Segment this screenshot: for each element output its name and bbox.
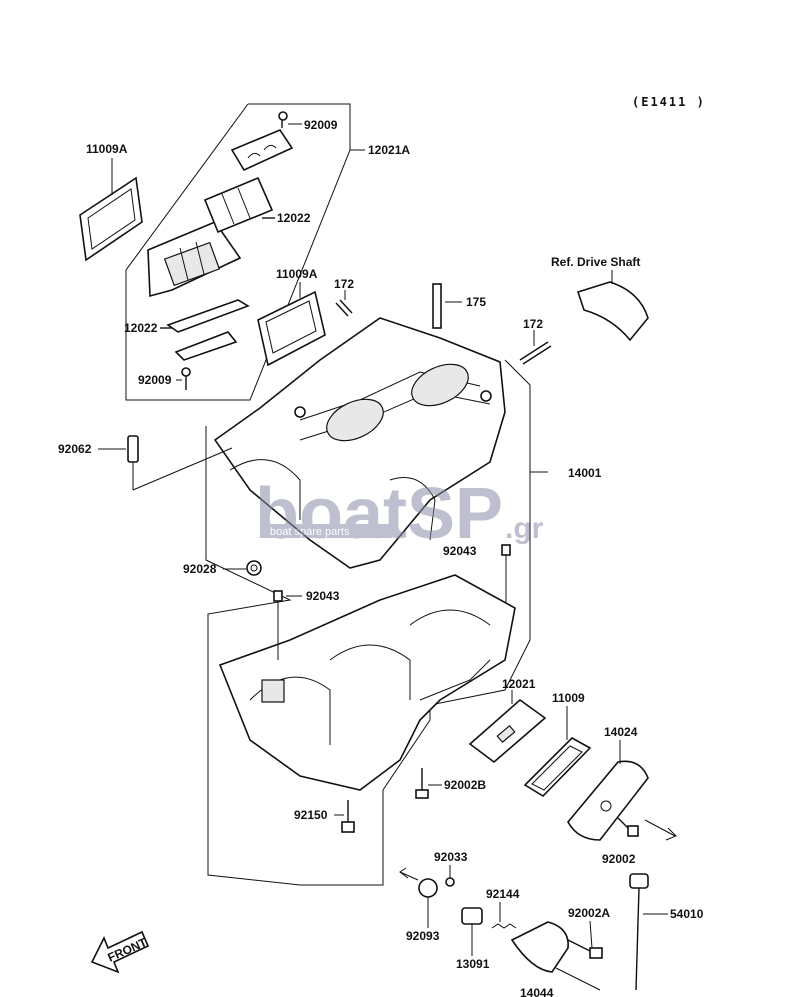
- label-92062: 92062: [58, 442, 92, 456]
- label-172-right: 172: [523, 317, 543, 331]
- upper-crankcase: [213, 317, 506, 569]
- label-92009-top: 92009: [304, 118, 338, 132]
- nut-92028: [246, 560, 262, 576]
- label-14044: 14044: [520, 986, 554, 997]
- label-11009: 11009: [552, 691, 585, 705]
- bolt-92002b: [415, 768, 429, 799]
- watermark-tagline: boat spare parts: [270, 526, 350, 538]
- watermark-main: boatSP: [255, 474, 503, 554]
- washer-92033: [445, 877, 455, 887]
- label-92043-left: 92043: [306, 589, 340, 603]
- reed-block: [147, 221, 242, 298]
- reed-petal-top: [230, 129, 294, 172]
- label-54010: 54010: [670, 907, 704, 921]
- label-172-top: 172: [334, 277, 354, 291]
- label-92028: 92028: [183, 562, 217, 576]
- stud-172-right: [519, 330, 552, 365]
- bolt-92062: [127, 435, 233, 491]
- reed-stopper-12022-left: [160, 299, 250, 361]
- spring-92144: [491, 923, 517, 929]
- gasket-11009a-left: [79, 158, 143, 262]
- label-13091: 13091: [456, 957, 490, 971]
- label-14024: 14024: [604, 725, 638, 739]
- gasket-11009: [523, 706, 592, 798]
- label-92009-bottom: 92009: [138, 373, 172, 387]
- dipstick-54010: [629, 873, 668, 991]
- screw-92009-top: [278, 111, 288, 128]
- part-labels: 11009A 92009 12021A 12022 11009A 172 175…: [58, 118, 704, 997]
- bolt-92043-right: [501, 544, 511, 602]
- label-14001: 14001: [568, 466, 602, 480]
- cover-plate-12021: [468, 690, 547, 764]
- label-92043-right: 92043: [443, 544, 477, 558]
- label-92150: 92150: [294, 808, 328, 822]
- sleeve-13091: [461, 907, 483, 925]
- label-92002b: 92002B: [444, 778, 486, 792]
- bolt-92002a: [567, 939, 603, 959]
- cover-14024: [567, 740, 649, 841]
- label-175: 175: [466, 295, 486, 309]
- stud-172-top: [335, 290, 353, 317]
- bolt-92043-left: [273, 590, 302, 660]
- stud-175: [432, 283, 462, 329]
- screw-92009-bottom: [181, 367, 191, 390]
- watermark: boatSP .gr boat spare parts: [255, 474, 544, 554]
- drive-shaft-cover: [576, 270, 649, 342]
- label-11009a-left: 11009A: [86, 142, 128, 156]
- label-92144: 92144: [486, 887, 520, 901]
- label-92093: 92093: [406, 929, 440, 943]
- front-direction-arrow: FRONT: [90, 930, 150, 974]
- gasket-11009a-mid: [257, 282, 326, 367]
- watermark-suffix: .gr: [505, 512, 544, 545]
- label-ref-drive-shaft: Ref. Drive Shaft: [551, 255, 640, 269]
- reed-valve-assembly-frame: [125, 103, 365, 401]
- bolt-92150: [341, 800, 355, 833]
- label-92002a: 92002A: [568, 906, 610, 920]
- diagram-code: (E1411 ): [632, 95, 706, 109]
- cap-14044: [510, 921, 601, 991]
- label-12022-right: 12022: [277, 211, 311, 225]
- crankcase-assembly-frame: [205, 359, 548, 886]
- label-12021: 12021: [502, 677, 536, 691]
- reed-stopper-12022-right: [203, 176, 275, 234]
- lower-crankcase: [218, 574, 516, 791]
- label-92002: 92002: [602, 852, 636, 866]
- seal-92093: [399, 867, 438, 898]
- label-12021a: 12021A: [368, 143, 410, 157]
- label-12022-left: 12022: [124, 321, 158, 335]
- bolt-92002: [617, 817, 677, 841]
- label-11009a-mid: 11009A: [276, 267, 318, 281]
- label-92033: 92033: [434, 850, 468, 864]
